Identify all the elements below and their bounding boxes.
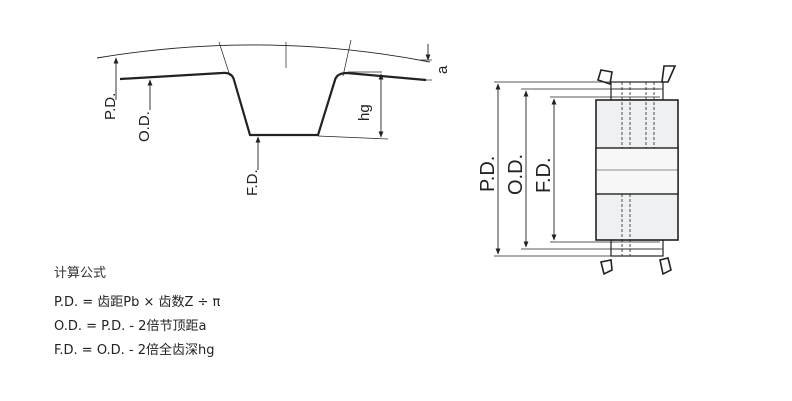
profile-fd-label: F.D. [244, 169, 261, 196]
formula-fd: F.D. = O.D. - 2倍全齿深hg [54, 343, 215, 358]
profile-dimensions [113, 44, 431, 170]
formula-pd: P.D. = 齿距Pb × 齿数Z ÷ π [54, 295, 221, 310]
profile-pd-label: P.D. [102, 93, 119, 120]
formula-od: O.D. = P.D. - 2倍节顶距a [54, 319, 207, 334]
pulley-fd-label: F.D. [533, 157, 555, 193]
formula-block: 计算公式 P.D. = 齿距Pb × 齿数Z ÷ π O.D. = P.D. -… [54, 262, 220, 363]
profile-od-label: O.D. [136, 111, 153, 142]
pulley-pd-label: P.D. [477, 156, 499, 192]
pitch-arc [96, 44, 431, 63]
pulley-dimensions [495, 83, 557, 255]
tooth-profile [96, 39, 432, 140]
formula-title: 计算公式 [54, 266, 107, 281]
tooth-groove [119, 71, 427, 137]
pulley-od-label: O.D. [505, 154, 527, 195]
pulley-side-view [494, 65, 679, 276]
profile-hg-label: hg [356, 104, 373, 121]
profile-a-label: a [434, 65, 451, 74]
